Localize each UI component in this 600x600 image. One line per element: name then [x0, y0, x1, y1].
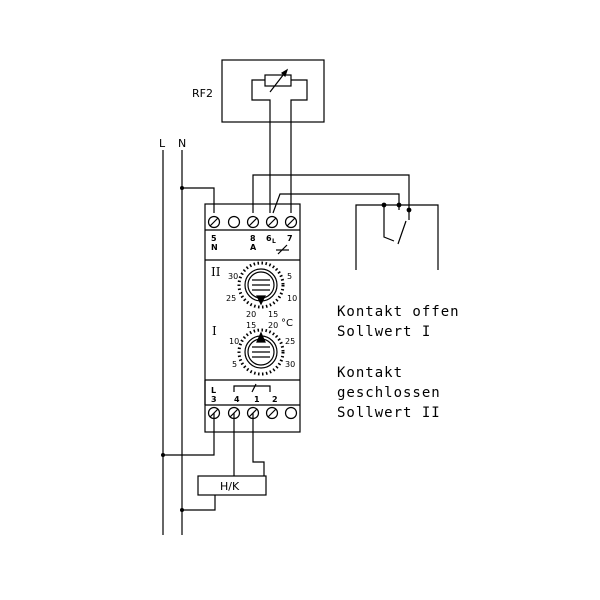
- dial-2-scale-15: 15: [268, 310, 278, 319]
- note-line-5: Sollwert II: [337, 405, 441, 421]
- term-6-l: L: [272, 238, 276, 245]
- unit-label: °C: [281, 318, 293, 329]
- term-7: 7: [287, 234, 293, 243]
- dial-setpoint-1: [237, 328, 285, 376]
- note-line-4: geschlossen: [337, 385, 441, 401]
- dial-1-label: I: [212, 324, 217, 338]
- dial-2-scale-25: 25: [226, 294, 236, 303]
- term-1: 1: [254, 395, 260, 404]
- term-a: A: [250, 243, 257, 252]
- note-line-3: Kontakt: [337, 365, 403, 381]
- dial-2-scale-20: 20: [246, 310, 256, 319]
- sensor-element: [251, 68, 308, 118]
- term-5: 5: [211, 234, 217, 243]
- hk-box: [197, 475, 267, 496]
- rail-n-label: N: [178, 137, 186, 150]
- sensor-box: [221, 59, 325, 123]
- top-terminal-row: [207, 215, 298, 229]
- term-4: 4: [234, 395, 240, 404]
- sensor-label: RF2: [192, 87, 213, 100]
- dial-2-scale-10: 10: [287, 294, 297, 303]
- term-6: 6: [266, 234, 272, 243]
- note-line-1: Kontakt offen: [337, 304, 460, 320]
- dial-1-scale-30: 30: [285, 360, 295, 369]
- term-n: N: [211, 243, 218, 252]
- dial-2-scale-5: 5: [287, 272, 292, 281]
- dial-1-scale-10: 10: [229, 337, 239, 346]
- term-2: 2: [272, 395, 278, 404]
- dial-1-scale-25: 25: [285, 337, 295, 346]
- dial-1-scale-5: 5: [232, 360, 237, 369]
- hk-label: H/K: [220, 480, 240, 493]
- dial-1-scale-15: 15: [246, 321, 256, 330]
- term-l: L: [211, 386, 216, 395]
- term-3: 3: [211, 395, 217, 404]
- note-line-2: Sollwert I: [337, 324, 431, 340]
- dial-1-scale-20: 20: [268, 321, 278, 330]
- dial-2-label: II: [211, 265, 221, 279]
- dial-setpoint-2: [237, 261, 285, 309]
- term-8: 8: [250, 234, 256, 243]
- external-contact: [355, 202, 439, 270]
- rail-l-label: L: [159, 137, 166, 150]
- dial-2-scale-30: 30: [228, 272, 238, 281]
